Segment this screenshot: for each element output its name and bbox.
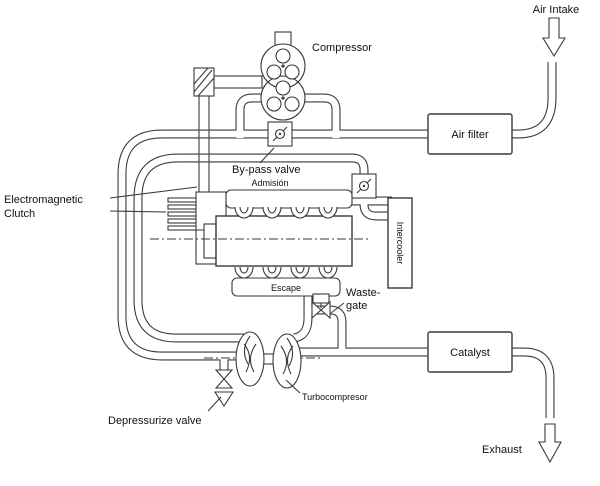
clutch-plate bbox=[167, 197, 197, 203]
clutch-leader-plates bbox=[109, 210, 167, 213]
intake-plenum bbox=[225, 189, 353, 209]
turbo-turbine-vanes bbox=[280, 337, 294, 375]
air-filter-box bbox=[427, 113, 513, 155]
clutch-leader-belt bbox=[109, 186, 198, 199]
wastegate-valve bbox=[311, 293, 331, 320]
rotor-lobe bbox=[266, 64, 282, 80]
exhaust-runners bbox=[234, 266, 338, 279]
turbocompressor-label: Turbocompresor bbox=[302, 392, 368, 402]
intercooler-box bbox=[387, 197, 413, 289]
rotor-lobe bbox=[284, 96, 300, 112]
bypass-valve bbox=[267, 121, 293, 147]
pulley-hatch bbox=[193, 67, 215, 97]
depressurize-valve-label: Depressurize valve bbox=[108, 415, 202, 427]
engine bbox=[150, 189, 368, 297]
wastegate-actuator bbox=[312, 293, 330, 304]
throttle-valve-pivot bbox=[362, 184, 366, 188]
air-filter-label: Air filter bbox=[451, 129, 489, 141]
compressor-label: Compressor bbox=[312, 42, 372, 54]
throttle-valve-box bbox=[351, 173, 377, 199]
catalyst-label: Catalyst bbox=[450, 347, 490, 359]
supercharger-compressor bbox=[260, 31, 306, 121]
drive-shaft bbox=[213, 75, 263, 89]
wastegate-label-line1: Waste- bbox=[346, 287, 381, 299]
clutch-label-line1: Electromagnetic bbox=[4, 194, 83, 206]
labels: Air Intake Compressor Air filter By-pass… bbox=[4, 4, 579, 456]
engine-block bbox=[215, 215, 353, 267]
clutch-plate bbox=[167, 218, 197, 224]
throttle-valve bbox=[351, 173, 377, 199]
admission-label: Admisión bbox=[251, 178, 288, 188]
wastegate-leader bbox=[330, 302, 345, 314]
depressurize-leader bbox=[207, 396, 222, 412]
clutch-label-line2: Clutch bbox=[4, 208, 35, 220]
air-intake-arrow bbox=[542, 17, 566, 58]
depressurize-bowtie-top bbox=[214, 369, 234, 380]
rotor-lobe bbox=[275, 80, 291, 96]
belt-drive bbox=[193, 67, 263, 196]
turbocharger bbox=[204, 331, 320, 389]
turbo-compressor-vanes bbox=[243, 335, 257, 373]
depressurize-bowtie-bottom bbox=[214, 378, 234, 389]
intake-runners bbox=[234, 206, 338, 219]
air-intake-label: Air Intake bbox=[533, 4, 579, 16]
leader-lines bbox=[109, 147, 345, 412]
exhaust-arrow bbox=[538, 423, 562, 464]
intercooler-label: Intercooler bbox=[395, 222, 405, 265]
clutch-plate bbox=[167, 204, 197, 210]
turbocompressor-leader bbox=[285, 379, 301, 394]
engine-left-cap bbox=[203, 223, 217, 259]
rotor-lobe bbox=[266, 96, 282, 112]
escape-label: Escape bbox=[271, 283, 301, 293]
clutch-plate bbox=[167, 225, 197, 231]
compressor-casing-bottom bbox=[260, 75, 306, 121]
bypass-valve-label: By-pass valve bbox=[232, 164, 300, 176]
bypass-valve-box bbox=[267, 121, 293, 147]
catalyst-box bbox=[427, 331, 513, 373]
rotor-axle bbox=[281, 96, 285, 100]
wastegate-bowtie-right bbox=[320, 300, 331, 320]
rotor-lobe bbox=[275, 48, 291, 64]
bypass-leader bbox=[259, 147, 275, 164]
rotor-axle bbox=[281, 64, 285, 68]
exhaust-collector bbox=[231, 277, 341, 297]
rotor-lobe bbox=[284, 64, 300, 80]
belt-pulley bbox=[193, 67, 215, 97]
wastegate-bowtie-left bbox=[311, 300, 322, 320]
bypass-valve-pivot bbox=[278, 132, 282, 136]
exhaust-label: Exhaust bbox=[482, 444, 522, 456]
clutch-plate bbox=[167, 211, 197, 217]
wastegate-label-line2: gate bbox=[346, 300, 367, 312]
